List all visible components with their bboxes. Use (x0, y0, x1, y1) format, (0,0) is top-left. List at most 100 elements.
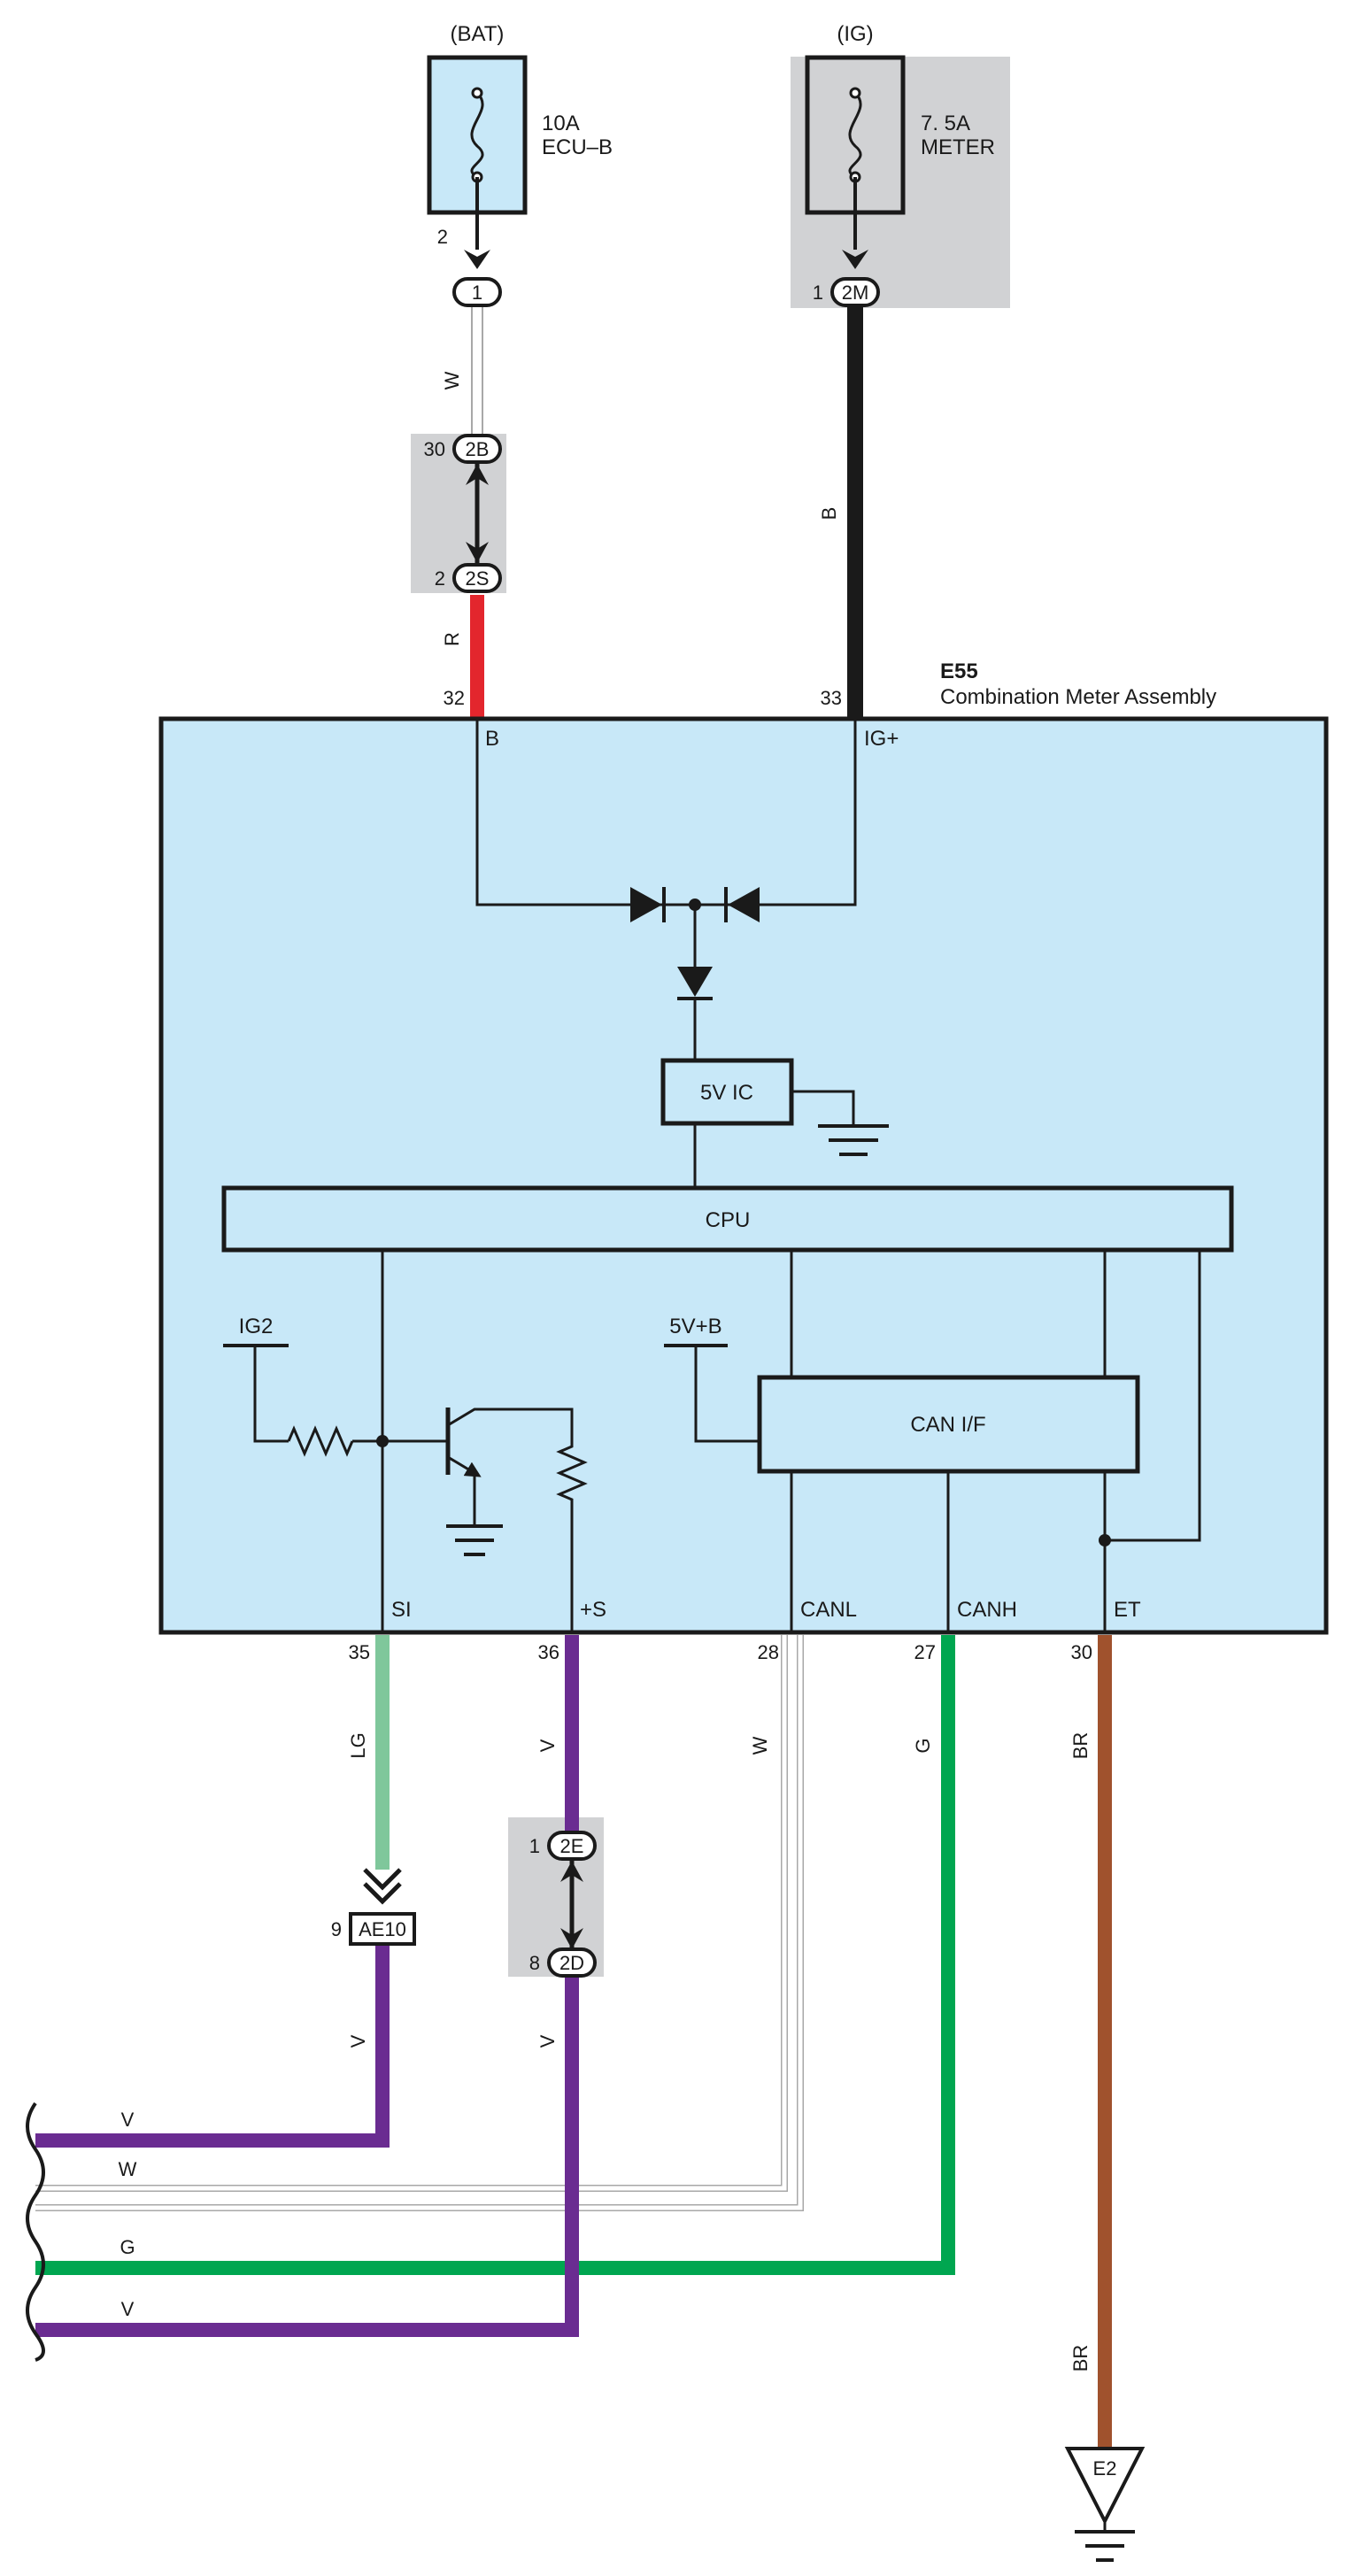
fuse-meter-name: METER (921, 135, 995, 159)
connector-ae10-id: AE10 (359, 1918, 406, 1940)
connector-2m-pin: 1 (813, 282, 823, 304)
wire-color-2d-out: V (536, 2034, 559, 2048)
connector-2m: 2M 1 (813, 277, 880, 307)
resistor-s-icon (556, 1441, 588, 1505)
bus-label-w: W (119, 2158, 137, 2180)
connector-ae10: AE10 9 (331, 1868, 416, 1946)
fuse-ecu-b-rating: 10A (542, 112, 580, 135)
ground-e2: E2 (1064, 2447, 1146, 2562)
terminal-si: SI (391, 1598, 412, 1622)
connector-2e-id: 2E (560, 1835, 584, 1857)
fuse-meter: (IG) 7. 5A METER (805, 22, 995, 215)
connector-1: 1 2 (437, 226, 502, 307)
connector-2s (452, 563, 502, 593)
pin-canl: 28 (758, 1641, 779, 1663)
5v-ic-ground-line (791, 1090, 855, 1124)
wire-color-ig: B (818, 507, 840, 521)
block-5v-ic-label: 5V IC (700, 1081, 753, 1105)
wire-color-bat-bottom: R (441, 632, 463, 646)
connector-2d-arrow-icon (560, 1928, 583, 1949)
connector-ae10-pin: 9 (331, 1918, 342, 1940)
pin-si: 35 (349, 1641, 370, 1663)
pin-canh: 27 (914, 1641, 936, 1663)
terminal-ig: IG+ (864, 727, 899, 751)
block-cpu (221, 1185, 1234, 1253)
connector-2b-pin: 30 (424, 438, 445, 460)
connector-2s-pin: 2 (435, 567, 445, 590)
internal-line-ig (760, 719, 857, 906)
label-ig2: IG2 (239, 1315, 274, 1338)
combination-meter-box (158, 716, 1329, 1635)
connector-2d (547, 1947, 597, 1978)
connector-2b-id: 2B (466, 438, 490, 460)
terminal-canh: CANH (957, 1598, 1017, 1622)
ground-icon-transistor (446, 1524, 503, 1556)
ground-e2-triangle (1064, 2447, 1146, 2526)
bus-label-v1: V (121, 2109, 135, 2131)
wire-g-canh (35, 1635, 955, 2275)
internal-line-b (475, 719, 630, 906)
diode-right-icon (728, 887, 760, 922)
pin-b: 32 (444, 687, 465, 709)
connector-2e-pin: 1 (529, 1835, 540, 1857)
connector-2m-arrow-icon (842, 250, 868, 269)
wire-color-bat-top: W (441, 371, 463, 389)
connector-1-arrow-icon (464, 250, 490, 269)
fuse-ecu-b-name: ECU–B (542, 135, 613, 159)
wire-w-bus-outer (35, 1635, 804, 2211)
fuse-meter-rating: 7. 5A (921, 112, 970, 135)
wire-v-ae10-to-bus (35, 1944, 390, 2148)
wire-color-et: BR (1069, 1732, 1092, 1760)
label-5v-b: 5V+B (669, 1315, 721, 1338)
block-can-if-label: CAN I/F (910, 1413, 985, 1437)
wire-v-2d-to-bus (35, 1976, 579, 2337)
connector-2e-2d-joint: 2E 1 2D 8 (529, 1831, 597, 1978)
connector-2e-arrow-icon (560, 1861, 583, 1882)
connector-2b-arrow-icon (466, 464, 489, 485)
wire-color-canh: G (912, 1738, 934, 1753)
wire-color-s-top: V (536, 1739, 559, 1752)
connector-2b-2s-joint: 2B 30 2S 2 (424, 434, 502, 593)
pin-ig: 33 (821, 687, 842, 709)
ground-icon-5v-ic (818, 1124, 889, 1156)
connector-2s-id: 2S (466, 567, 490, 590)
fuse-ecu-b-source: (BAT) (451, 22, 505, 46)
connector-2d-pin: 8 (529, 1952, 540, 1974)
junction-si (376, 1435, 389, 1447)
connector-1-pin: 2 (437, 226, 448, 248)
connector-2e (547, 1831, 597, 1861)
diode-down-icon (677, 967, 713, 997)
wire-w-canl (35, 1635, 788, 2192)
connector-2m-id: 2M (842, 282, 869, 304)
block-cpu-label: CPU (706, 1208, 751, 1232)
resistor-ig2-icon (287, 1425, 354, 1457)
fuse-meter-element (848, 91, 862, 179)
bus-label-v2: V (121, 2298, 135, 2320)
diode-left-icon (630, 887, 662, 922)
terminal-b: B (485, 727, 499, 751)
block-can-if (757, 1375, 1140, 1474)
connector-2b (452, 434, 502, 464)
connector-1-id: 1 (472, 282, 482, 304)
pin-et: 30 (1071, 1641, 1092, 1663)
component-id: E55 (940, 659, 978, 683)
terminal-et: ET (1114, 1598, 1141, 1622)
component-name: Combination Meter Assembly (940, 685, 1216, 709)
wire-color-ae10-out: V (347, 2034, 369, 2048)
fuse-ecu-b-element (470, 91, 484, 179)
junction-et (1099, 1534, 1111, 1546)
bus-label-g: G (120, 2236, 135, 2258)
fuse-meter-source: (IG) (837, 22, 873, 46)
ground-e2-id: E2 (1093, 2457, 1117, 2480)
wire-color-canl: W (749, 1736, 771, 1755)
wire-color-si: LG (347, 1732, 369, 1758)
wire-color-e2-in: BR (1069, 2345, 1092, 2372)
connector-ae10-arrow-icon (363, 1868, 402, 1891)
connector-2s-arrow-icon (466, 542, 489, 563)
pin-s: 36 (538, 1641, 559, 1663)
connector-2d-id: 2D (559, 1952, 584, 1974)
terminal-s: +S (580, 1598, 606, 1622)
terminal-canl: CANL (800, 1598, 857, 1622)
transistor-icon (445, 1408, 574, 1524)
